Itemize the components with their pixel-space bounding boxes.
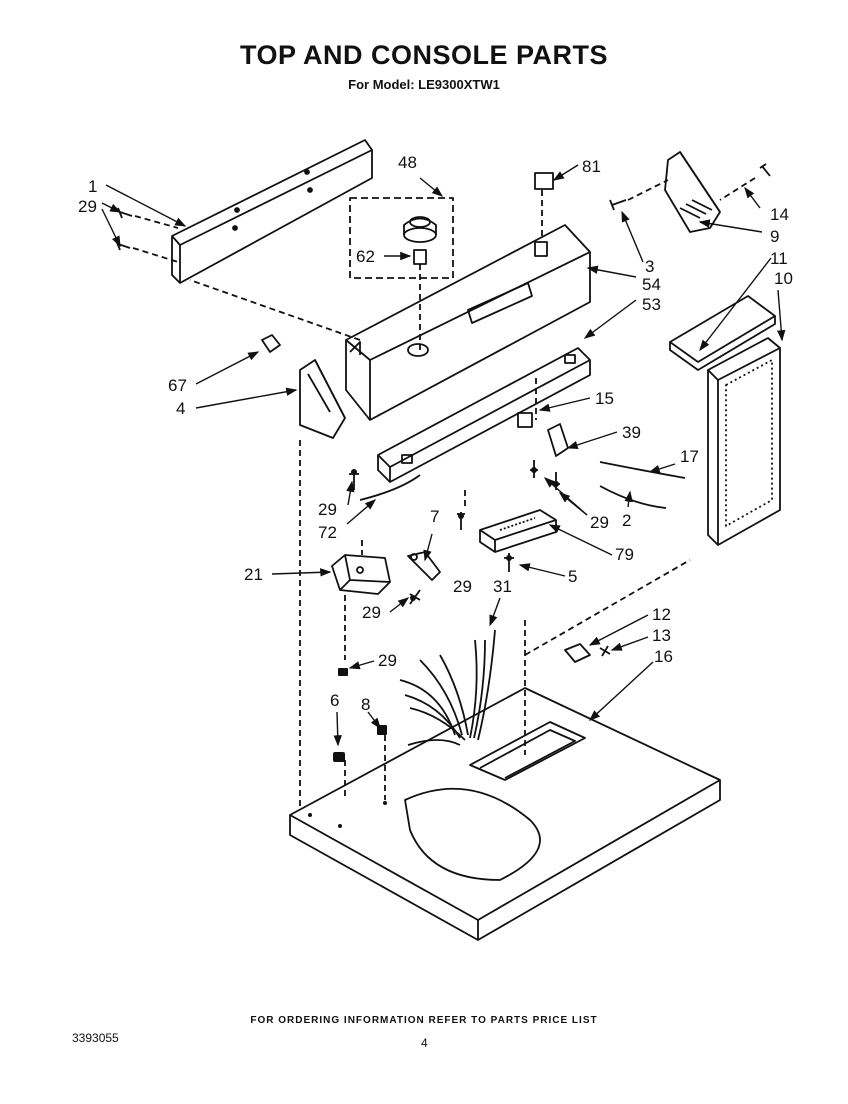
clip-8 (377, 725, 387, 735)
callout-2: 2 (622, 511, 631, 530)
wire-2 (599, 485, 667, 509)
screw-29-lower (338, 668, 348, 676)
document-number: 3393055 (72, 1031, 119, 1045)
callout-6: 6 (330, 691, 339, 710)
bracket-7 (407, 551, 441, 581)
grommet-6 (333, 752, 345, 762)
callout-67: 67 (168, 376, 187, 395)
callout-48: 48 (398, 153, 417, 172)
callout-5: 5 (568, 567, 577, 586)
rear-bracket (171, 139, 373, 284)
callout-29: 29 (362, 603, 381, 622)
callout-29: 29 (318, 500, 337, 519)
callout-8: 8 (361, 695, 370, 714)
callout-29: 29 (590, 513, 609, 532)
callout-79: 79 (615, 545, 634, 564)
clip-67 (261, 334, 281, 353)
timer-knob (403, 216, 437, 265)
switch-81 (534, 172, 554, 190)
page-title: TOP AND CONSOLE PARTS (239, 40, 609, 70)
console-channel (377, 347, 591, 483)
callout-39: 39 (622, 423, 641, 442)
top-right-bracket (664, 151, 721, 233)
wire-72 (359, 474, 421, 501)
control-module (479, 509, 557, 553)
switch-15 (517, 412, 533, 428)
page-number: 4 (421, 1036, 428, 1050)
callout-15: 15 (595, 389, 614, 408)
callout-21: 21 (244, 565, 263, 584)
callout-11: 11 (770, 249, 788, 268)
callout-14: 14 (770, 205, 789, 224)
callout-1: 1 (88, 177, 97, 196)
knob-assembly-box (349, 197, 454, 279)
bracket-39 (547, 423, 569, 457)
top-panel (289, 687, 721, 941)
lint-cover (669, 295, 776, 371)
callout-9: 9 (770, 227, 779, 246)
wire-17 (599, 461, 686, 479)
timer-motor (331, 554, 391, 595)
callout-4: 4 (176, 399, 185, 418)
callout-29: 29 (453, 577, 472, 596)
callout-17: 17 (680, 447, 699, 466)
callout-3: 3 (645, 257, 654, 276)
wiring-harness (344, 629, 496, 800)
callout-16: 16 (654, 647, 673, 666)
callout-31: 31 (493, 577, 512, 596)
callout-62: 62 (356, 247, 375, 266)
callout-29: 29 (378, 651, 397, 670)
callout-13: 13 (652, 626, 671, 645)
callout-10: 10 (774, 269, 793, 288)
end-cap (299, 359, 346, 439)
callout-7: 7 (430, 507, 439, 526)
lint-screen (707, 337, 781, 546)
console-panel (345, 224, 591, 421)
callout-29: 29 (78, 197, 97, 216)
model-subtitle: For Model: LE9300XTW1 (348, 77, 500, 92)
callout-72: 72 (318, 523, 337, 542)
callout-12: 12 (652, 605, 671, 624)
callout-53: 53 (642, 295, 661, 314)
ordering-note: FOR ORDERING INFORMATION REFER TO PARTS … (250, 1015, 598, 1026)
callout-81: 81 (582, 157, 601, 176)
callout-54: 54 (642, 275, 661, 294)
switch-12 (564, 643, 591, 663)
